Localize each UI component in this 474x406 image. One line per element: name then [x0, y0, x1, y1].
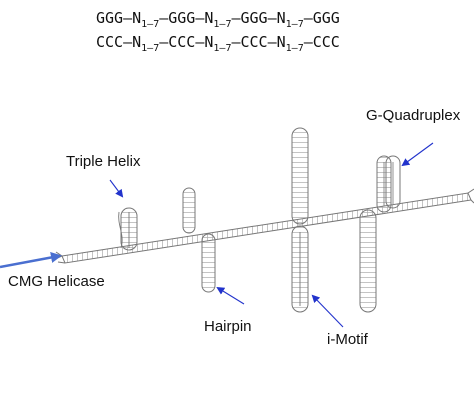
- spacer-range: 1–7: [213, 43, 232, 54]
- cmg-helicase-arrow: [0, 252, 62, 269]
- triple-helix-label: Triple Helix: [66, 153, 141, 170]
- spacer-range: 1–7: [141, 43, 160, 54]
- i-motif-pointer-arrow: [311, 294, 344, 328]
- spacer: N: [132, 33, 142, 51]
- g-quadruplex-label: G-Quadruplex: [366, 107, 461, 124]
- i-motif-label: i-Motif: [327, 331, 368, 348]
- g-rich-sequence: GGG–N1–7–GGG–N1–7–GGG–N1–7–GGG: [96, 9, 340, 30]
- spacer-range: 1–7: [141, 19, 160, 30]
- g-run: GGG: [96, 9, 124, 27]
- small-hairpin-structure: [182, 187, 196, 234]
- spacer: N: [204, 33, 214, 51]
- spacer-range: 1–7: [285, 43, 304, 54]
- hairpin-label: Hairpin: [204, 318, 252, 335]
- triple-helix-pointer-arrow: [109, 179, 124, 198]
- spacer: N: [276, 9, 286, 27]
- hairpin-pointer-arrow: [216, 286, 245, 305]
- cmg-helicase-label: CMG Helicase: [8, 273, 105, 290]
- tall-hairpin-structure: [291, 127, 309, 225]
- c-rich-sequence: CCC–N1–7–CCC–N1–7–CCC–N1–7–CCC: [96, 33, 340, 54]
- g-quadruplex-structure: [376, 155, 401, 213]
- g-run: GGG: [312, 9, 340, 27]
- hairpin-structure: [201, 233, 216, 293]
- spacer: N: [132, 9, 142, 27]
- spacer-range: 1–7: [213, 19, 232, 30]
- c-run: CCC: [168, 33, 196, 51]
- spacer: N: [276, 33, 286, 51]
- c-run: CCC: [240, 33, 268, 51]
- spacer: N: [204, 9, 214, 27]
- c-run: CCC: [312, 33, 340, 51]
- spacer-range: 1–7: [285, 19, 304, 30]
- dna-duplex: [54, 188, 474, 264]
- c-run: CCC: [96, 33, 124, 51]
- triple-helix-structure: [118, 207, 138, 251]
- g-quadruplex-pointer-arrow: [401, 142, 434, 167]
- g-run: GGG: [168, 9, 196, 27]
- i-motif-structure: [291, 225, 309, 313]
- lower-right-hairpin-structure: [359, 209, 377, 313]
- g-run: GGG: [240, 9, 268, 27]
